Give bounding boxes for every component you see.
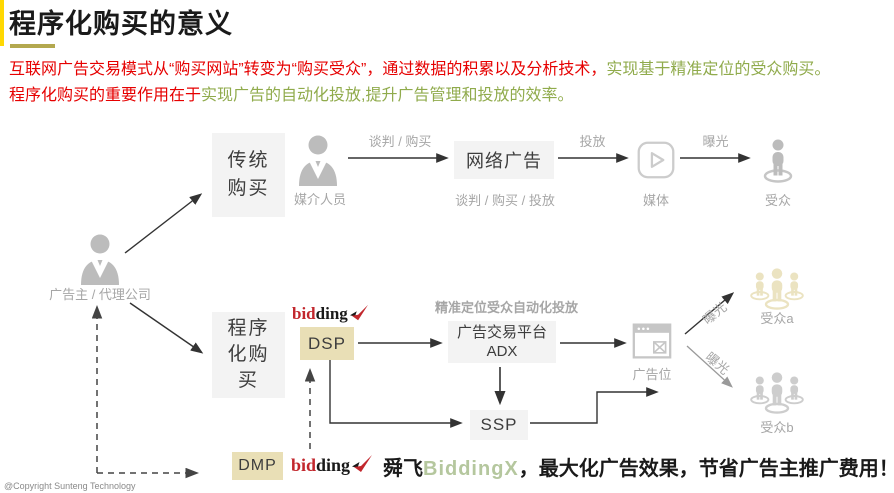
intro-line2-green: 实现广告的自动化投放,提升广告管理和投放的效率。: [201, 87, 574, 104]
negotiate-buy-label: 谈判 / 购买: [368, 134, 432, 149]
intro-line1-red: 互联网广告交易模式从“购买网站”转变为“购买受众”，通过数据的积累以及分析技术，: [9, 61, 607, 78]
dsp-box: DSP: [300, 327, 354, 360]
audience-a-group-icon: [748, 266, 806, 310]
arrow-adslot-to-audience-b: [686, 345, 733, 388]
logo-bid-text: bid: [291, 455, 317, 475]
arrow-adslot-to-audience-a: [684, 292, 735, 335]
media-person-label: 媒介人员: [293, 192, 346, 207]
accent-edge-bar: [0, 0, 4, 46]
intro-line1-green: 实现基于精准定位的受众购买。: [606, 61, 831, 78]
traditional-buying-box: 传统 购买: [212, 133, 285, 217]
audience-b-label: 受众b: [760, 420, 794, 435]
serve-label: 投放: [579, 134, 606, 149]
adx-line1: 广告交易平台: [456, 324, 547, 341]
page-title: 程序化购买的意义: [9, 9, 233, 39]
copyright-text: @Copyright Sunteng Technology: [4, 481, 136, 491]
intro-line1: 互联网广告交易模式从“购买网站”转变为“购买受众”，通过数据的积累以及分析技术，…: [9, 57, 879, 83]
media-play-icon: [636, 140, 676, 180]
dmp-box: DMP: [232, 452, 283, 480]
audience-b-group-icon: [748, 370, 806, 414]
title-underline: [10, 44, 55, 48]
programmatic-buying-box: 程序 化购 买: [212, 312, 285, 398]
advertiser-person-icon: [76, 233, 124, 285]
ad-slot-browser-icon: [632, 321, 672, 361]
arrow-ssp-to-adslot: [530, 387, 659, 424]
slogan-suffix: ，最大化广告效果，节省广告主推广费用！: [518, 458, 894, 480]
network-ad-box: 网络广告: [454, 141, 554, 179]
logo-check-icon: [352, 455, 373, 472]
slogan-brand: BiddingX: [423, 458, 519, 480]
expose-label: 曝光: [702, 134, 729, 149]
advertiser-label: 广告主 / 代理公司: [49, 287, 151, 302]
arrow-dsp-to-ssp: [329, 360, 463, 428]
ssp-box: SSP: [470, 410, 528, 440]
arrow-advertiser-to-programmatic: [129, 302, 204, 354]
precision-targeting-label: 精准定位受众自动化投放: [435, 300, 579, 315]
logo-ding-text: ding: [315, 304, 348, 323]
media-label: 媒体: [642, 193, 669, 208]
ad-slot-label: 广告位: [632, 367, 672, 382]
slogan-prefix: 舜飞: [383, 458, 423, 480]
logo-ding-text: ding: [316, 455, 351, 475]
intro-line2-red: 程序化购买的重要作用在于: [9, 87, 202, 104]
slogan: 舜飞BiddingX，最大化广告效果，节省广告主推广费用！: [383, 452, 894, 481]
adx-box: 广告交易平台 ADX: [448, 321, 556, 363]
audience-icon: [761, 138, 795, 184]
intro-paragraph: 互联网广告交易模式从“购买网站”转变为“购买受众”，通过数据的积累以及分析技术，…: [9, 57, 879, 109]
intro-line2: 程序化购买的重要作用在于实现广告的自动化投放,提升广告管理和投放的效率。: [9, 83, 879, 109]
arrow-advertiser-to-traditional: [124, 193, 203, 254]
audience-a-label: 受众a: [760, 311, 794, 326]
logo-bid-text: bid: [292, 304, 316, 323]
adx-line2: ADX: [486, 343, 518, 360]
audience-label: 受众: [764, 193, 791, 208]
logo-check-icon: [349, 304, 368, 320]
negotiate-buy-serve-label: 谈判 / 购买 / 投放: [455, 193, 555, 208]
media-person-icon: [294, 134, 342, 186]
